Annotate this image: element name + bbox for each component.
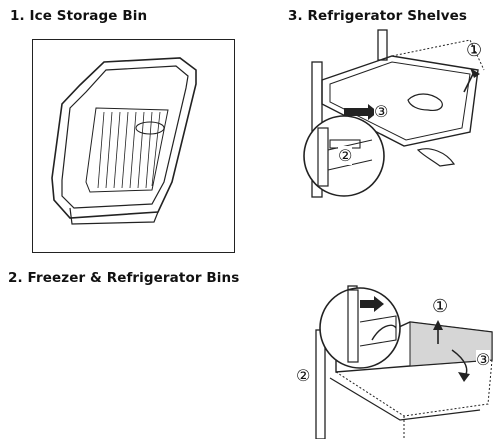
shelves-heading: 3. Refrigerator Shelves — [288, 8, 468, 24]
bins-step-3-marker: ③ — [476, 350, 491, 369]
shelves-step-1-marker: ① — [466, 40, 483, 61]
bins-heading: 2. Freezer & Refrigerator Bins — [8, 270, 240, 286]
bins-step-1-marker: ① — [432, 296, 449, 317]
bins-step-2-marker: ② — [296, 366, 311, 385]
ice-bin-illustration-frame — [32, 39, 235, 253]
shelves-step-3-marker: ③ — [374, 102, 389, 121]
ice-storage-heading: 1. Ice Storage Bin — [10, 8, 148, 24]
shelves-step-2-marker: ② — [338, 146, 353, 165]
